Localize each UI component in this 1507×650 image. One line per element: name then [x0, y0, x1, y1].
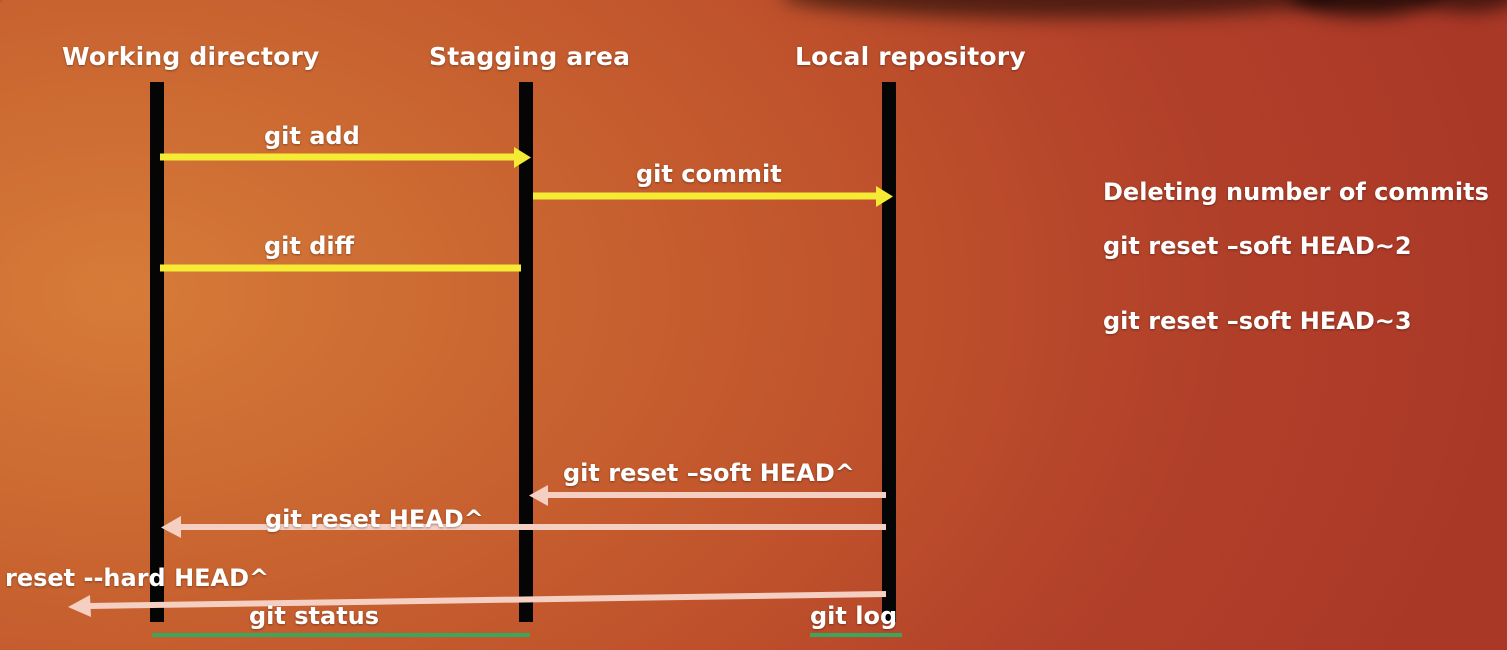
arrow-git-add: [160, 147, 531, 168]
message-label-git-diff: git diff: [264, 232, 355, 260]
arrow-git-reset-soft-head: [529, 485, 886, 506]
git-status-underline: [152, 633, 530, 637]
notes-line-reset-soft-head-2: git reset –soft HEAD~2: [1103, 232, 1412, 260]
lifeline-title-staging-area: Stagging area: [429, 42, 631, 71]
top-edge-shadow: [780, 0, 1340, 18]
lifeline-bar-local-repository: [882, 82, 896, 622]
message-label-git-status: git status: [249, 602, 380, 630]
message-label-git-log: git log: [810, 602, 898, 630]
lifeline-title-working-directory: Working directory: [62, 42, 320, 71]
message-label-git-reset-hard-head: reset --hard HEAD^: [5, 564, 270, 592]
lifeline-bar-staging-area: [519, 82, 533, 622]
notes-line-reset-soft-head-3: git reset –soft HEAD~3: [1103, 307, 1412, 335]
lifeline-bar-working-directory: [150, 82, 164, 622]
arrow-git-commit: [533, 186, 893, 207]
notes-heading: Deleting number of commits: [1103, 178, 1489, 206]
message-label-git-commit: git commit: [636, 160, 782, 188]
lifeline-title-local-repository: Local repository: [795, 42, 1026, 71]
top-edge-shadow: [1415, 0, 1507, 12]
message-label-git-reset-soft-head: git reset –soft HEAD^: [563, 459, 855, 487]
top-edge-shadow: [1290, 0, 1440, 16]
message-label-git-reset-head: git reset HEAD^: [265, 505, 484, 533]
arrow-git-reset-hard-head: [68, 591, 887, 617]
message-label-git-add: git add: [264, 122, 360, 150]
git-log-underline: [810, 633, 902, 637]
